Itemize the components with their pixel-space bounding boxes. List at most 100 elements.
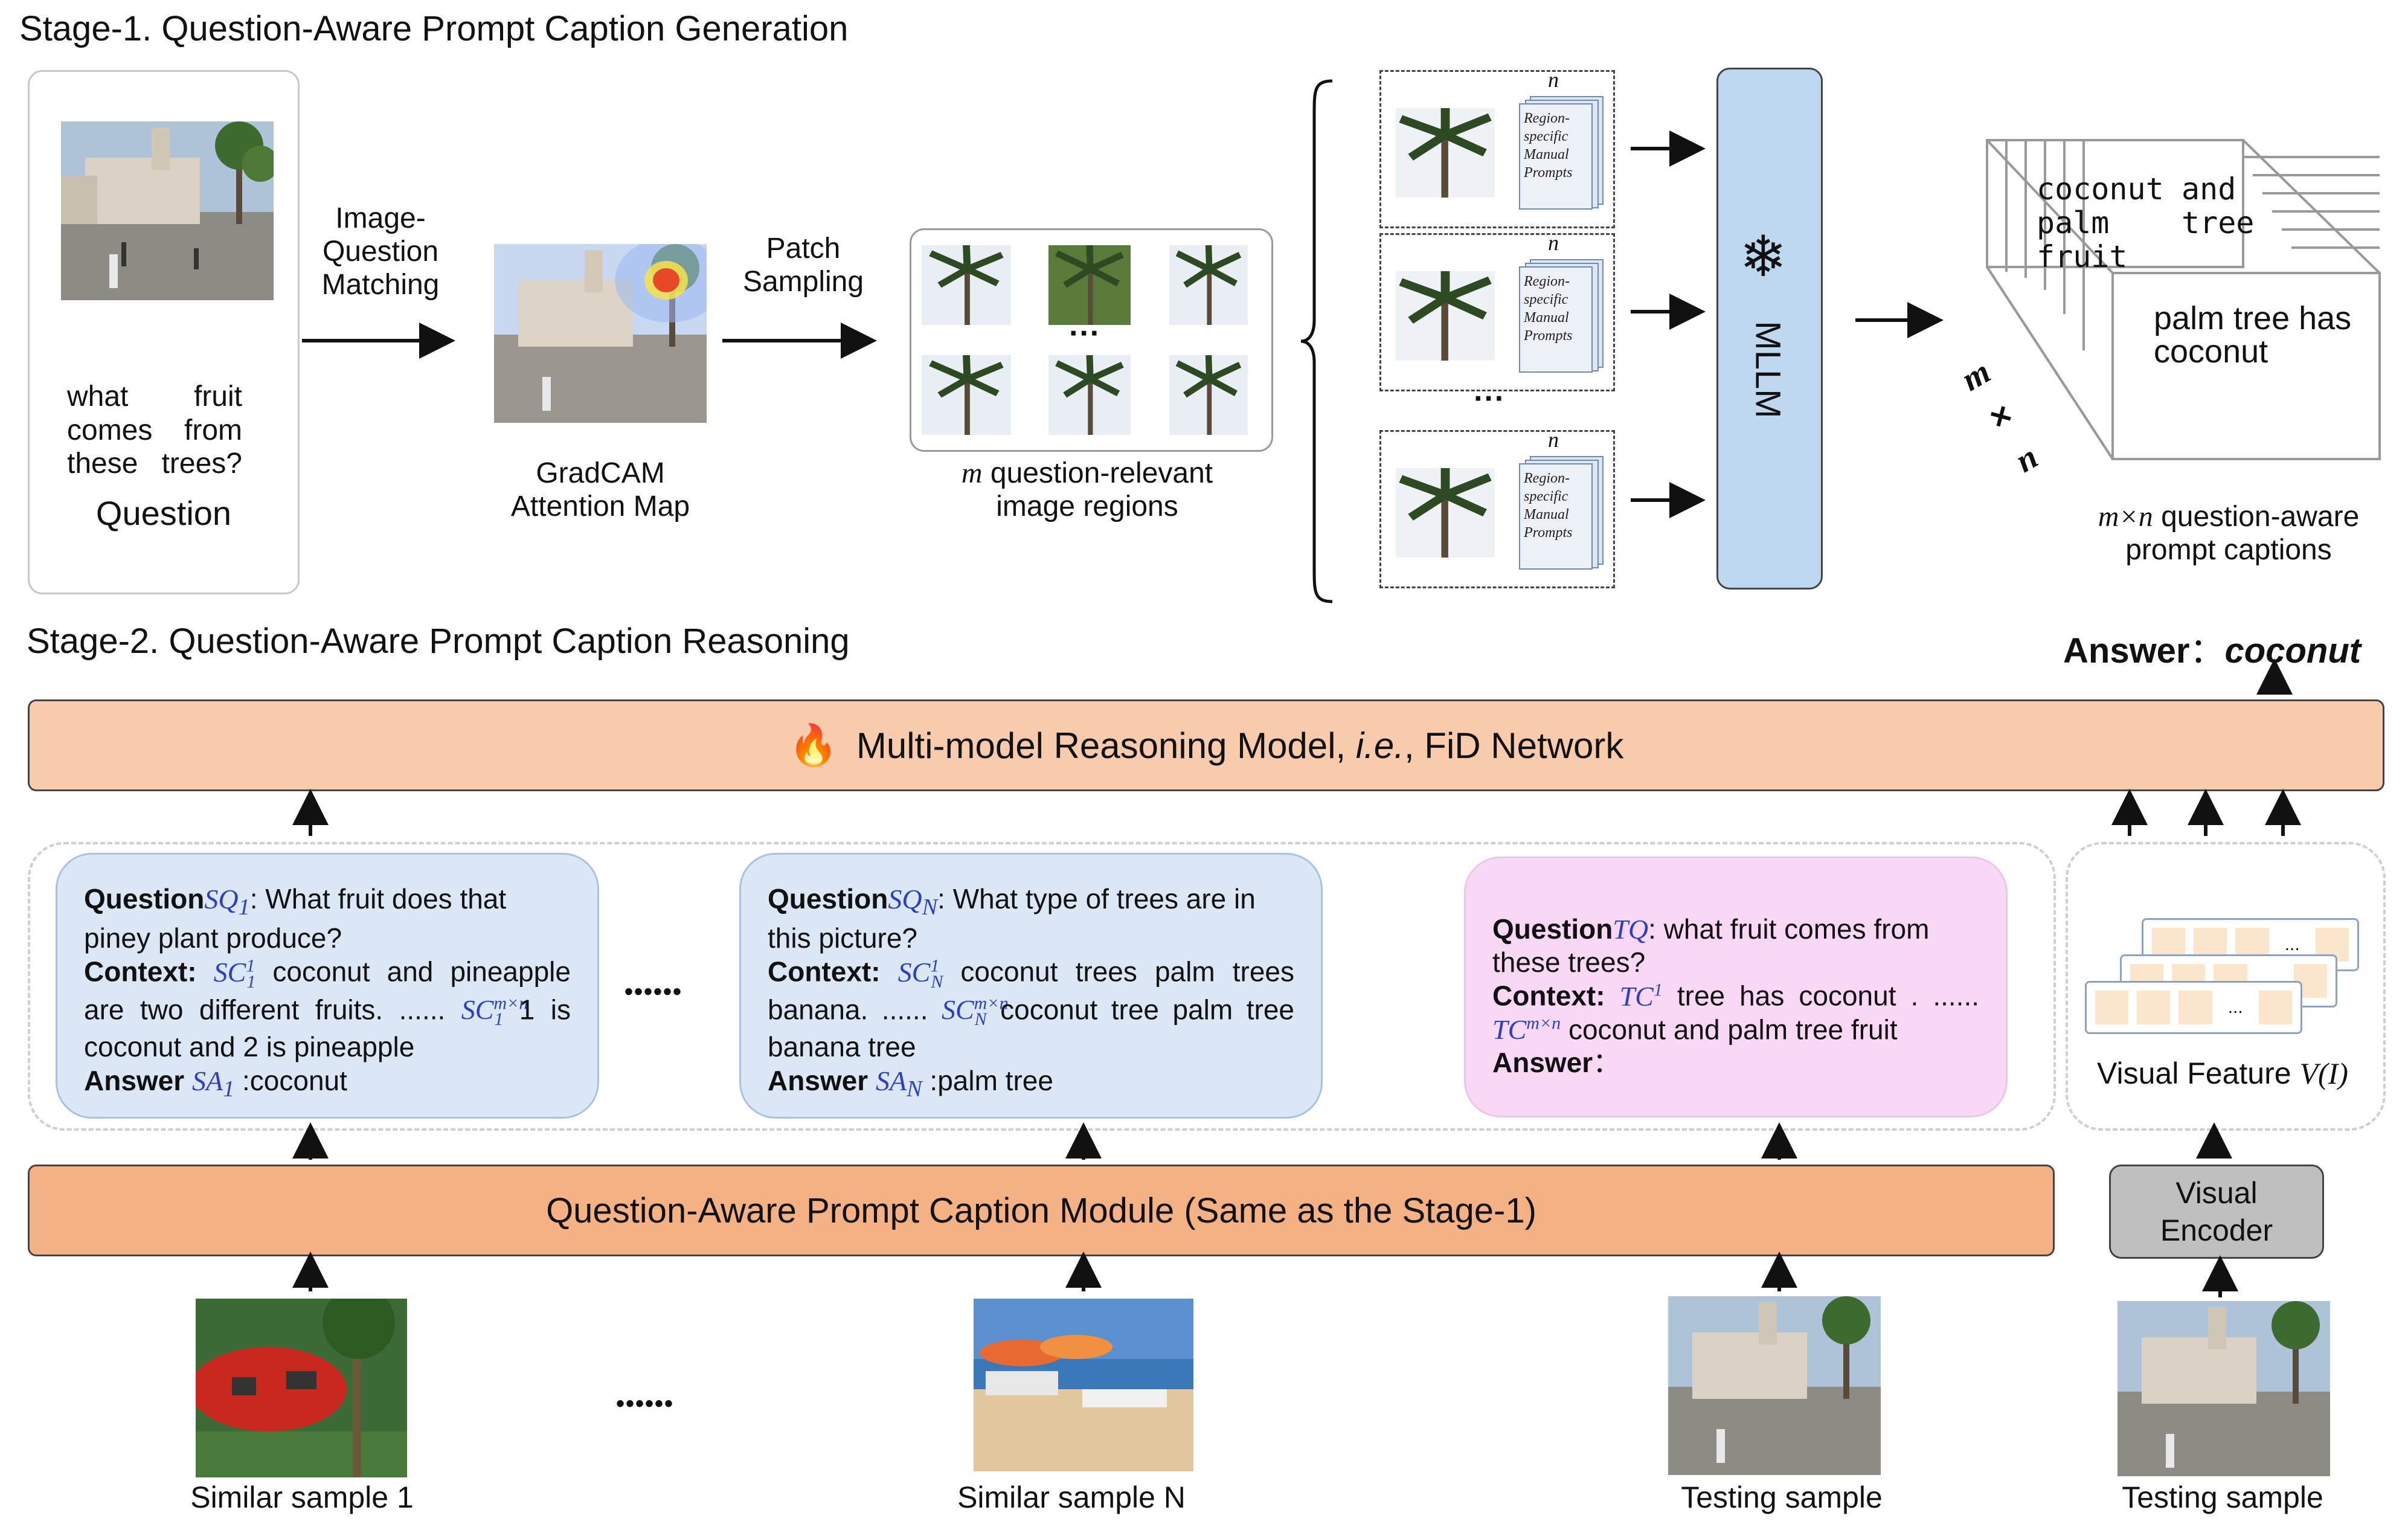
cube-word-and: and (2182, 172, 2236, 207)
mllm-block (1716, 68, 1823, 590)
sampleN-a-symbol: SA (875, 1065, 907, 1096)
sample1-context-text1: coconut and pineapple are two different … (84, 956, 571, 1026)
similar-sample1-caption: Similar sample 1 (190, 1480, 414, 1514)
reasoning-model-label: Multi-model Reasoning Model, i.e., FiD N… (856, 725, 1623, 766)
manual-prompt-stack-1: Region- specific Manual Prompts (1519, 96, 1604, 211)
question-card: what fruit comes from these trees? Quest… (28, 70, 300, 594)
region-patch-5 (1048, 355, 1131, 435)
bottom-ellipsis: •••••• (616, 1390, 675, 1417)
question-text: what fruit comes from these trees? (67, 381, 242, 480)
feature-dots: ... (2227, 997, 2243, 1017)
sample1-c2-sub: 1 (494, 1009, 504, 1030)
reasoning-text-ie: i.e. (1355, 725, 1404, 766)
test-context: Context: TC1 tree has coconut . ...... T… (1492, 979, 1979, 1046)
test-context-text1: tree has coconut . ...... (1662, 980, 1979, 1012)
test-question: QuestionTQ: what fruit comes from these … (1492, 913, 1979, 979)
testing-sample-caption-1: Testing sample (1681, 1480, 1883, 1514)
testing-sample-image-2 (2117, 1301, 2330, 1476)
sampleN-answer: Answer SAN :palm tree (768, 1064, 1294, 1104)
feature-cell (2258, 991, 2293, 1024)
test-c1-symbol: TC (1619, 980, 1654, 1012)
sample1-c2-symbol: SC (461, 994, 494, 1026)
reasoning-text-pre: Multi-model Reasoning Model, (856, 725, 1356, 766)
caption-cube (1986, 139, 2381, 460)
caption-module-bar: Question-Aware Prompt Caption Module (Sa… (28, 1165, 2055, 1256)
sample1-a-symbol: SA (191, 1065, 223, 1096)
cube-word-tree: tree (2182, 205, 2255, 240)
region-prompt-patch-1 (1396, 108, 1495, 198)
manual-prompt-stack-2: Region- specific Manual Prompts (1519, 259, 1604, 374)
sample1-answer: Answer SA1 :coconut (84, 1064, 571, 1104)
sample1-c1-symbol: SC (213, 956, 246, 988)
captions-label-text: question-aware prompt captions (2125, 501, 2360, 567)
sample1-question-label: Question (84, 883, 205, 914)
sampleN-c2-sup: m×n (974, 993, 1009, 1014)
feature-cell (2178, 991, 2212, 1024)
sampleN-c1-symbol: SC (897, 956, 931, 988)
testing-sample-caption-2: Testing sample (2122, 1480, 2323, 1514)
sample1-q-symbol: SQ (204, 884, 239, 914)
similar-sampleN-image (974, 1299, 1193, 1471)
sample1-question: QuestionSQ1: What fruit does that piney … (84, 882, 571, 955)
test-q-symbol: TQ (1613, 914, 1649, 945)
visual-encoder-block: Visual Encoder (2109, 1165, 2324, 1259)
visual-encoder-label: Visual Encoder (2160, 1175, 2273, 1248)
sampleN-q-symbol: SQ (888, 884, 922, 914)
snowflake-icon: ❄ (1739, 225, 1787, 288)
cube-word-palm: palm (2037, 205, 2110, 240)
visual-feature-math: V(I) (2299, 1056, 2348, 1090)
test-answer-label: Answer (1492, 1047, 1593, 1079)
feature-cell (2095, 991, 2129, 1024)
patch-sampling-label: Patch Sampling (742, 233, 864, 298)
similar-sample1-image (196, 1299, 407, 1477)
n-label-1: n (1548, 68, 1559, 92)
test-question-label: Question (1492, 913, 1613, 945)
answer-value: coconut (2224, 631, 2361, 670)
regions-label-text: question-relevant image regions (990, 457, 1213, 523)
test-c2-symbol: TC (1492, 1014, 1527, 1046)
manual-prompt-stack-3: Region- specific Manual Prompts (1519, 456, 1604, 571)
test-context-label: Context: (1492, 980, 1605, 1012)
reasoning-text-post: , FiD Network (1404, 725, 1624, 766)
sampleN-context-text1: coconut trees palm trees banana. ...... (768, 956, 1295, 1026)
feature-cell (2137, 991, 2171, 1024)
region-prompt-patch-2 (1396, 271, 1495, 361)
sample1-question-text: : What fruit does that piney plant produ… (84, 883, 507, 954)
sampleN-context-label: Context: (768, 956, 881, 988)
sample1-answer-text: :coconut (234, 1064, 347, 1096)
region-prompt-box-1: Region- specific Manual Prompts n (1379, 68, 1615, 228)
feature-dots: ... (2284, 934, 2300, 954)
left-brace (1300, 79, 1333, 603)
sample1-answer-label: Answer (84, 1064, 185, 1096)
sample1-context-label: Context: (84, 956, 197, 988)
sampleN-question-label: Question (768, 883, 888, 914)
feature-row-3: ... (2085, 981, 2302, 1034)
sample1-q-sub: 1 (238, 895, 250, 921)
sampleN-q-sub: N (922, 895, 938, 921)
sample1-c1-sub: 1 (246, 971, 256, 992)
sample1-a-sub: 1 (223, 1076, 235, 1102)
answer-label: Answer (2063, 631, 2190, 670)
sampleN-context: Context: SC1N coconut trees palm trees b… (768, 955, 1294, 1064)
visual-feature-label: Visual Feature V(I) (2078, 1056, 2368, 1091)
sample1-context: Context: SC11 coconut and pineapple are … (84, 955, 571, 1064)
test-answer-text: ： (1593, 1047, 1621, 1079)
sample1-box: QuestionSQ1: What fruit does that piney … (56, 853, 599, 1119)
samples-ellipsis: •••••• (624, 978, 683, 1005)
mxn-variable: m×n (2098, 501, 2153, 533)
sampleN-answer-label: Answer (768, 1064, 868, 1096)
test-box: QuestionTQ: what fruit comes from these … (1464, 856, 2008, 1117)
region-patch-4 (922, 355, 1011, 435)
sampleN-question-text: : What type of trees are in this picture… (768, 883, 1256, 954)
question-label: Question (95, 494, 232, 532)
test-question-text: : what fruit comes from these trees? (1492, 913, 1930, 978)
region-prompt-patch-3 (1396, 468, 1495, 558)
regions-label: m question-relevant image regions (918, 457, 1256, 523)
sampleN-c2-symbol: SC (941, 994, 974, 1026)
stage1-title: Stage-1. Question-Aware Prompt Caption G… (19, 9, 849, 48)
stage2-title: Stage-2. Question-Aware Prompt Caption R… (27, 622, 850, 661)
sampleN-answer-text: :palm tree (922, 1064, 1053, 1096)
